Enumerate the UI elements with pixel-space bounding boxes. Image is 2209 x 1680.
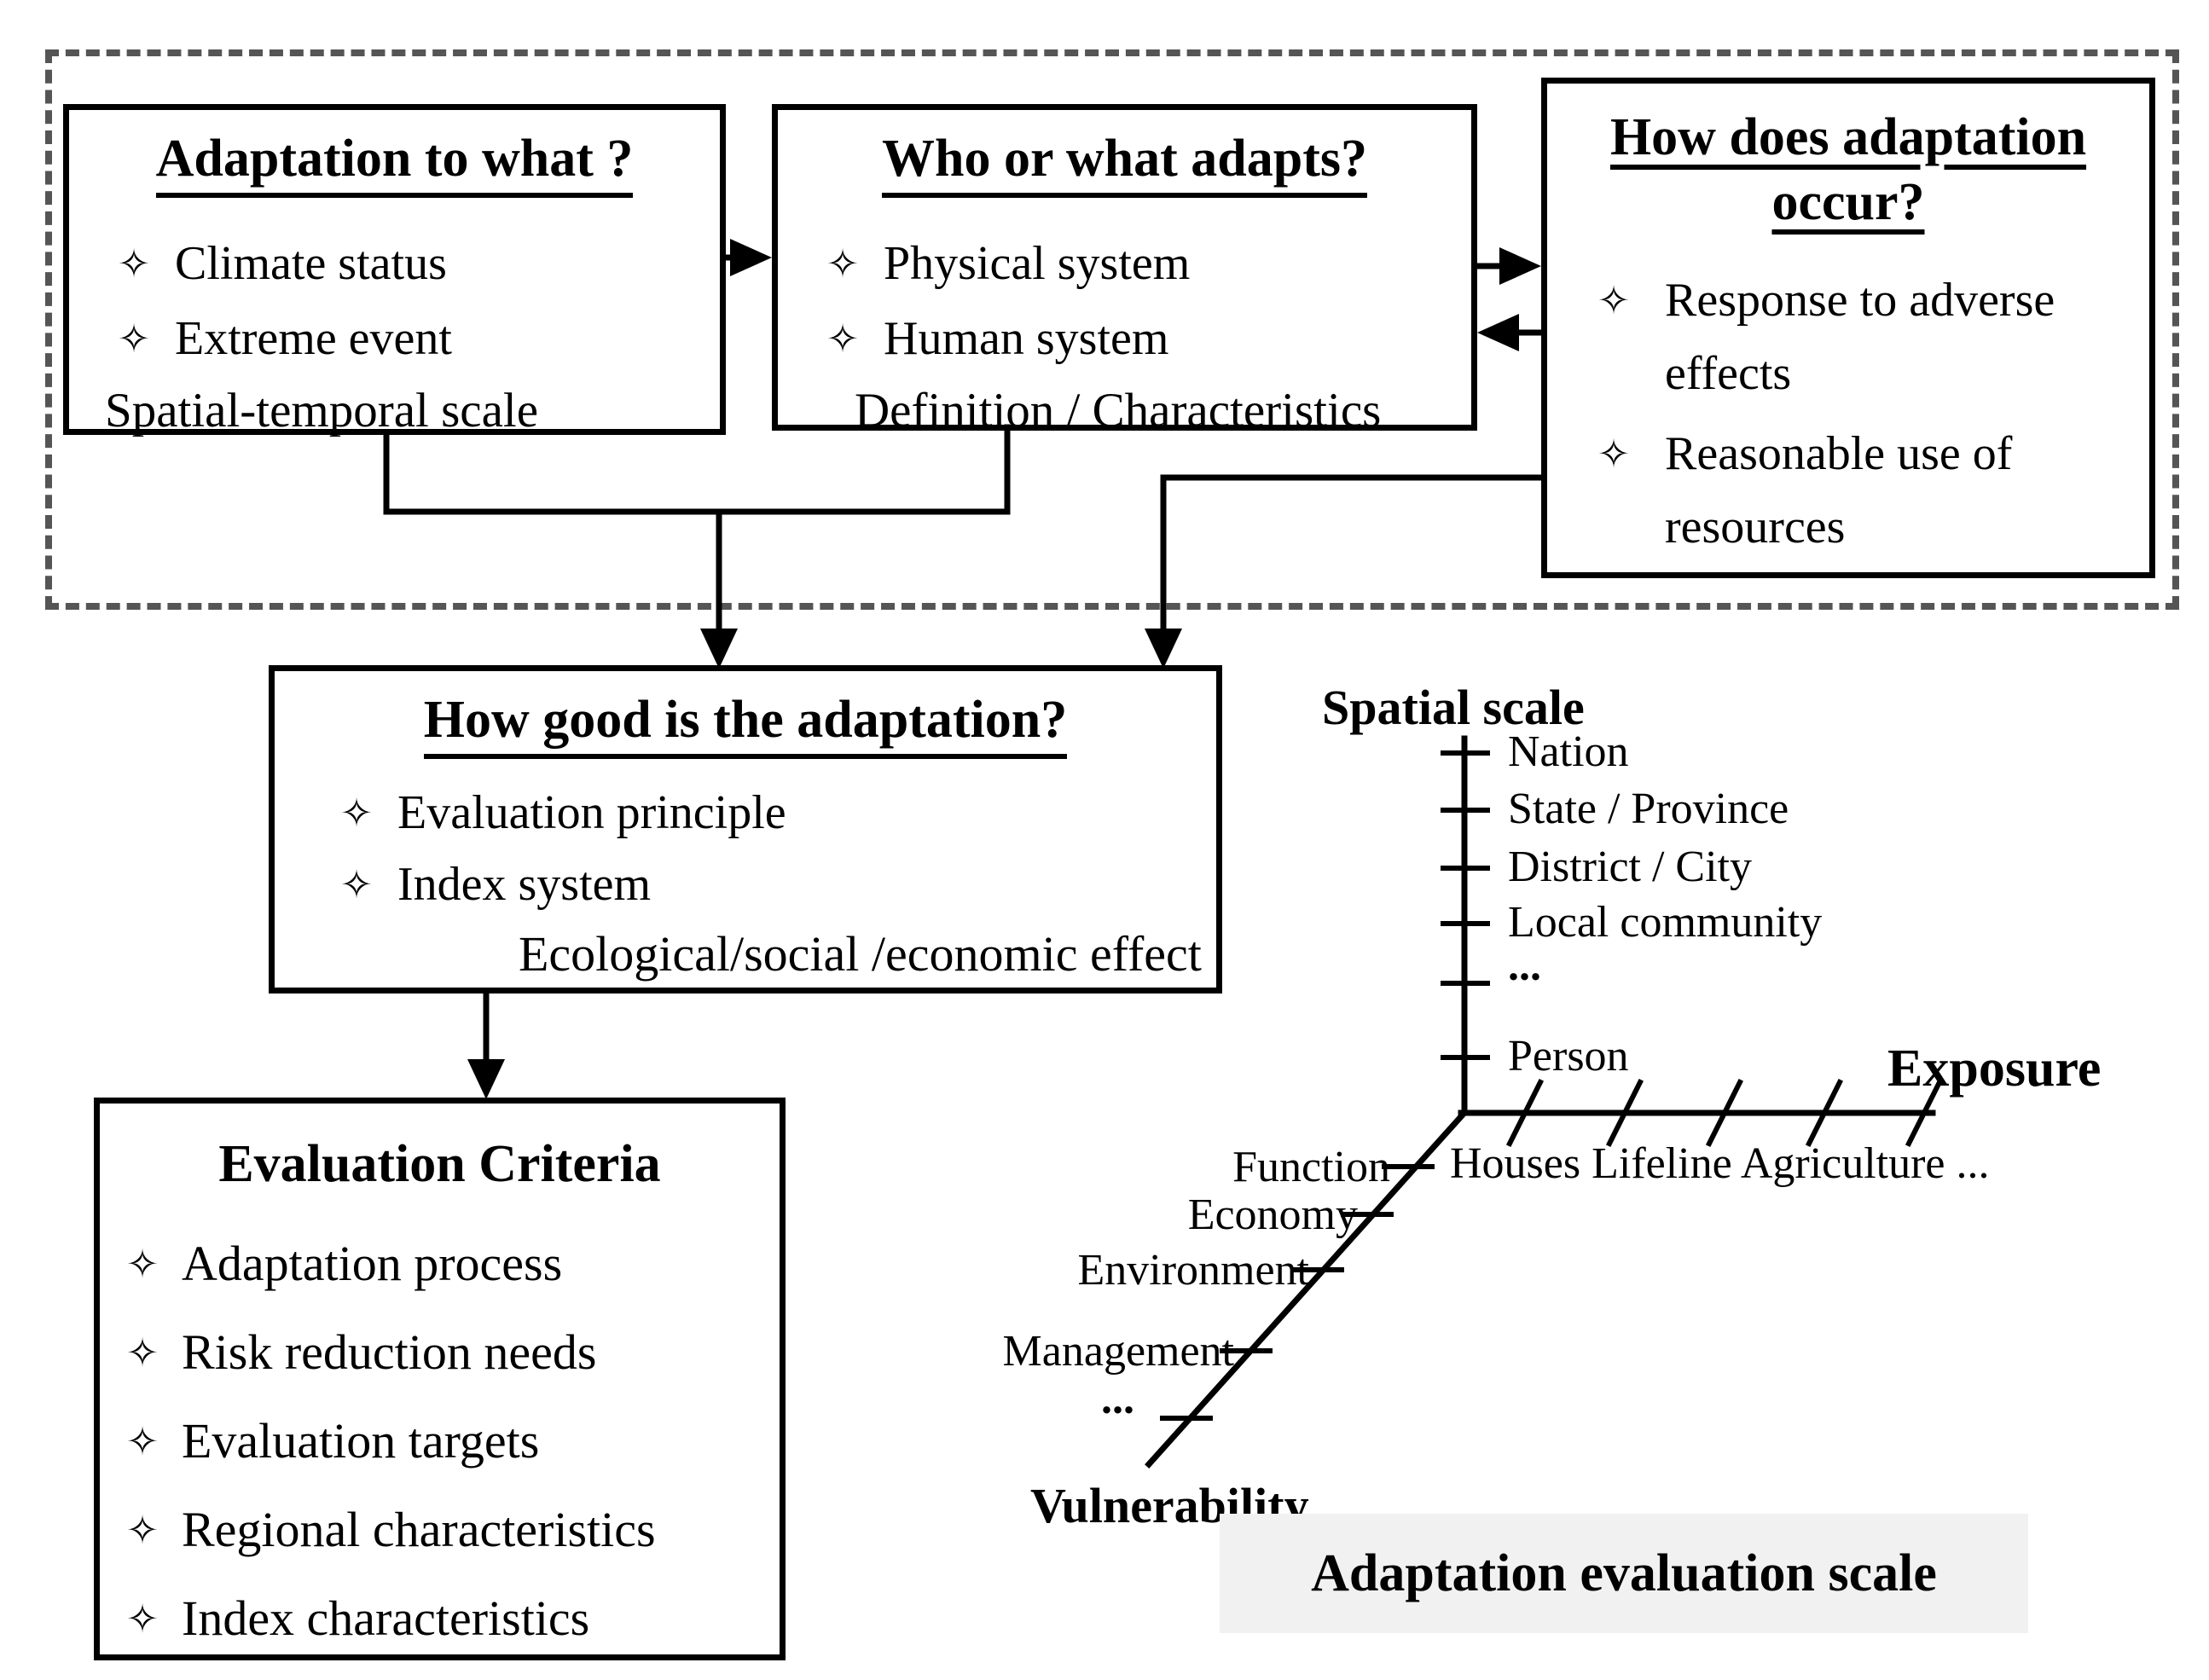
list-item-label: Physical system — [884, 236, 1191, 290]
box-title: How good is the adaptation? — [275, 688, 1216, 759]
exposure-axis-tick — [1705, 1078, 1744, 1148]
list-item: ✧ Evaluation principle — [316, 782, 1216, 843]
box-footer-text: Ecological/social /economic effect — [519, 925, 1202, 982]
box-who-or-what-adapts: Who or what adapts? ✧ Physical system ✧ … — [772, 104, 1477, 437]
list-item-label: Extreme event — [175, 311, 452, 365]
four-pointed-star-icon: ✧ — [1597, 431, 1631, 478]
list-item: ✧ Extreme event — [93, 308, 720, 369]
axis-tick-label: Environment — [1077, 1246, 1309, 1295]
axis-tick-label: State / Province — [1508, 785, 1789, 833]
list-item-label: Response to adverse effects — [1665, 274, 2055, 401]
axis-tick-label: Function — [1232, 1143, 1390, 1191]
exposure-axis-label: Exposure — [1887, 1040, 2102, 1098]
list-item: ✧ Physical system — [802, 233, 1471, 294]
list-item: ✧ Regional characteristics — [103, 1498, 780, 1562]
axis-tick-label: Management — [1002, 1327, 1234, 1376]
list-item-label: Index characteristics — [182, 1590, 590, 1646]
list-item-label: Climate status — [175, 236, 447, 290]
four-pointed-star-icon: ✧ — [339, 789, 374, 836]
box-title: How does adaptation occur? — [1609, 108, 2087, 231]
box-evaluation-criteria: Evaluation Criteria ✧ Adaptation process… — [94, 1098, 786, 1660]
exposure-items-label: Houses Lifeline Agriculture ... — [1450, 1139, 1990, 1188]
exposure-axis-tick — [1805, 1078, 1844, 1148]
four-pointed-star-icon: ✧ — [117, 315, 151, 362]
axis-tick-label: Person — [1508, 1032, 1629, 1080]
list-item-label: Evaluation targets — [182, 1412, 540, 1469]
axis-tick-label: ... — [1101, 1375, 1134, 1423]
box-footer-text: Spatial-temporal scale — [105, 383, 539, 437]
list-item-label: Risk reduction needs — [182, 1324, 597, 1380]
list-item-label: Adaptation process — [182, 1235, 563, 1291]
four-pointed-star-icon: ✧ — [826, 240, 860, 287]
list-item: ✧ Index system — [316, 854, 1216, 915]
exposure-axis-tick — [1505, 1078, 1545, 1148]
four-pointed-star-icon: ✧ — [125, 1329, 159, 1376]
axis-tick-label: Nation — [1508, 727, 1629, 776]
list-item: ✧ Risk reduction needs — [103, 1320, 780, 1385]
box-adaptation-to-what: Adaptation to what ? ✧ Climate status ✧ … — [63, 104, 726, 437]
axis-tick-label: ... — [1508, 941, 1541, 990]
caption-text: Adaptation evaluation scale — [1311, 1544, 1937, 1602]
arrowhead-down-icon — [1145, 629, 1182, 669]
spatial-scale-axis-label: Spatial scale — [1322, 680, 1585, 735]
exposure-axis-tick — [1605, 1078, 1644, 1148]
axis-tick-label: Economy — [1187, 1190, 1358, 1239]
four-pointed-star-icon: ✧ — [339, 860, 374, 907]
list-item-label: Index system — [397, 857, 652, 911]
list-item: ✧ Index characteristics — [103, 1586, 780, 1651]
four-pointed-star-icon: ✧ — [826, 315, 860, 362]
box-how-good-is-the-adaptation: How good is the adaptation? ✧ Evaluation… — [269, 665, 1222, 994]
four-pointed-star-icon: ✧ — [117, 240, 151, 287]
list-item: ✧ Response to adverse effects — [1563, 264, 2149, 410]
box-title: Adaptation to what ? — [69, 127, 720, 198]
list-item-label: Evaluation principle — [397, 785, 786, 839]
four-pointed-star-icon: ✧ — [125, 1595, 159, 1642]
four-pointed-star-icon: ✧ — [125, 1506, 159, 1553]
list-item-label: Regional characteristics — [182, 1501, 656, 1557]
list-item-label: Human system — [884, 311, 1169, 365]
box-footer-text: Definition / Characteristics — [855, 383, 1382, 437]
four-pointed-star-icon: ✧ — [1597, 277, 1631, 324]
axis-tick-label: Local community — [1508, 898, 1823, 947]
four-pointed-star-icon: ✧ — [125, 1417, 159, 1464]
list-item: ✧ Climate status — [93, 233, 720, 294]
list-item: ✧ Human system — [802, 308, 1471, 369]
box-title: Who or what adapts? — [778, 127, 1471, 198]
arrowhead-down-icon — [700, 629, 738, 669]
caption-adaptation-evaluation-scale: Adaptation evaluation scale — [1220, 1514, 2028, 1633]
dashed-group-border — [45, 49, 2179, 610]
list-item: ✧ Evaluation targets — [103, 1409, 780, 1474]
arrowhead-down-icon — [467, 1059, 505, 1099]
list-item-label: Reasonable use of resources — [1665, 427, 2013, 554]
four-pointed-star-icon: ✧ — [125, 1240, 159, 1287]
list-item: ✧ Reasonable use of resources — [1563, 417, 2149, 564]
list-item: ✧ Adaptation process — [103, 1231, 780, 1296]
box-how-does-adaptation-occur: How does adaptation occur? ✧ Response to… — [1541, 78, 2155, 578]
box-title: Evaluation Criteria — [218, 1135, 661, 1193]
axis-tick-label: District / City — [1508, 843, 1752, 891]
